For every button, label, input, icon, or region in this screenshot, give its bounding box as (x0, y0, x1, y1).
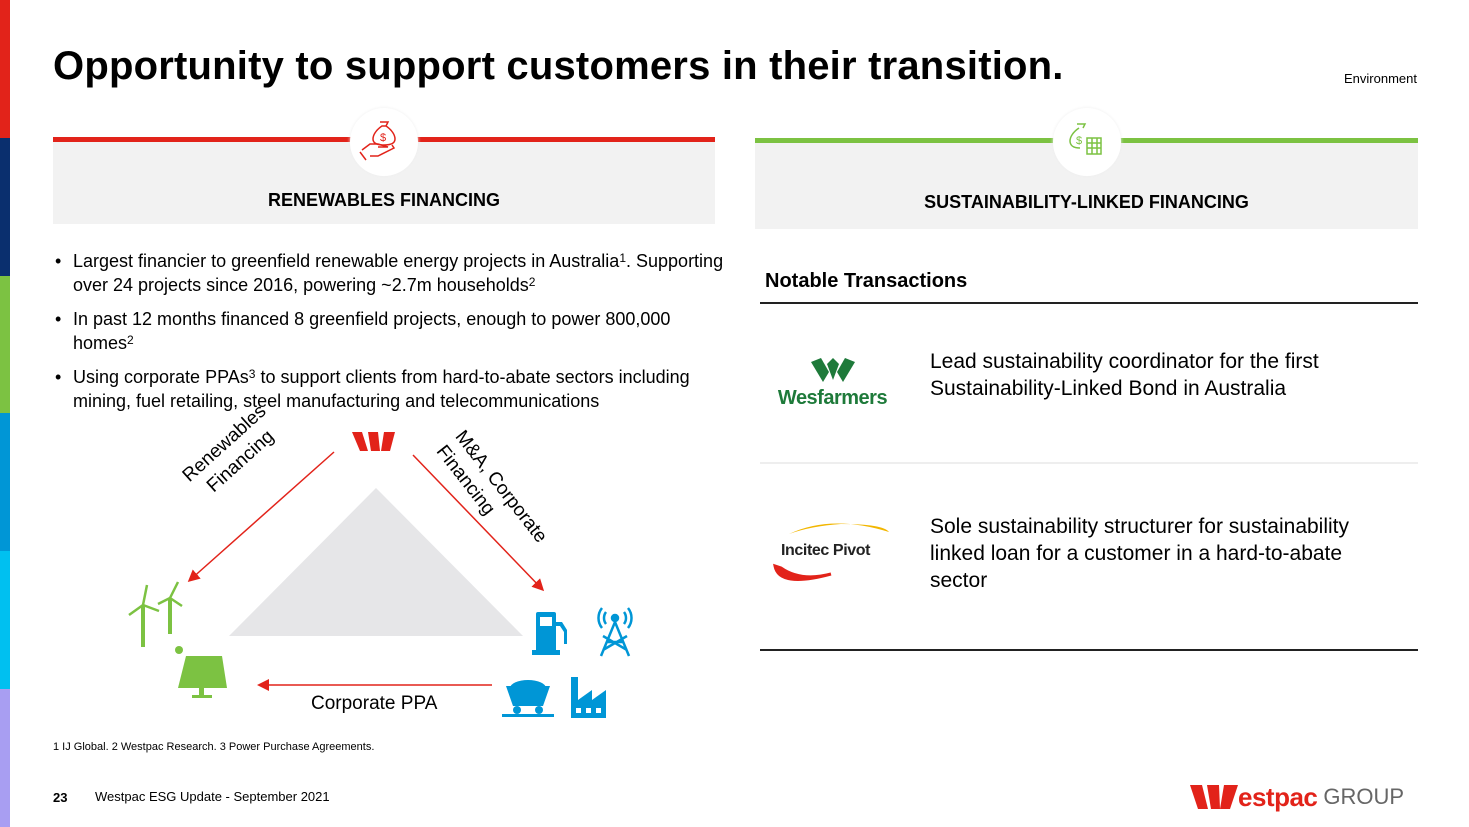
money-bag-calculator-icon: $ (1053, 108, 1121, 176)
svg-text:$: $ (380, 132, 386, 144)
section-label: Environment (1344, 71, 1417, 86)
ppa-label: Corporate PPA (311, 693, 438, 714)
arrow-renewables (187, 451, 335, 582)
fuel-pump-icon (532, 612, 567, 655)
factory-icon (571, 677, 606, 718)
page-number: 23 (53, 790, 68, 805)
divider (760, 649, 1418, 651)
notable-heading: Notable Transactions (765, 270, 968, 292)
triangle-shape (229, 488, 523, 636)
westpac-group-logo: estpac GROUP (1190, 782, 1404, 812)
arrow-corporate (412, 454, 545, 592)
wesfarmers-logo: Wesfarmers (770, 358, 895, 410)
bullet: In past 12 months financed 8 greenfield … (53, 308, 733, 355)
bullet: Largest financier to greenfield renewabl… (53, 250, 733, 297)
wind-turbine-icon (128, 581, 183, 647)
divider (760, 462, 1418, 464)
bullet: Using corporate PPAs3 to support clients… (53, 366, 733, 413)
document-title: Westpac ESG Update - September 2021 (95, 789, 330, 804)
transaction-text: Sole sustainability structurer for susta… (930, 515, 1350, 592)
svg-text:$: $ (1076, 135, 1082, 147)
hand-money-bag-icon: $ (350, 108, 418, 176)
bullet-list: Largest financier to greenfield renewabl… (53, 250, 733, 424)
westpac-w-logo (352, 432, 395, 451)
incitec-pivot-logo: Incitec Pivot (771, 518, 893, 588)
page-title: Opportunity to support customers in thei… (53, 44, 1064, 88)
footnote: 1 IJ Global. 2 Westpac Research. 3 Power… (53, 741, 375, 753)
panel-title: RENEWABLES FINANCING (267, 190, 500, 210)
divider (760, 302, 1418, 304)
financing-diagram (128, 432, 633, 718)
mining-cart-icon (502, 680, 554, 717)
solar-panel-icon (175, 646, 227, 698)
transaction-text: Lead sustainability coordinator for the … (930, 350, 1319, 400)
telecom-tower-icon (597, 607, 633, 657)
panel-title: SUSTAINABILITY-LINKED FINANCING (924, 192, 1249, 212)
